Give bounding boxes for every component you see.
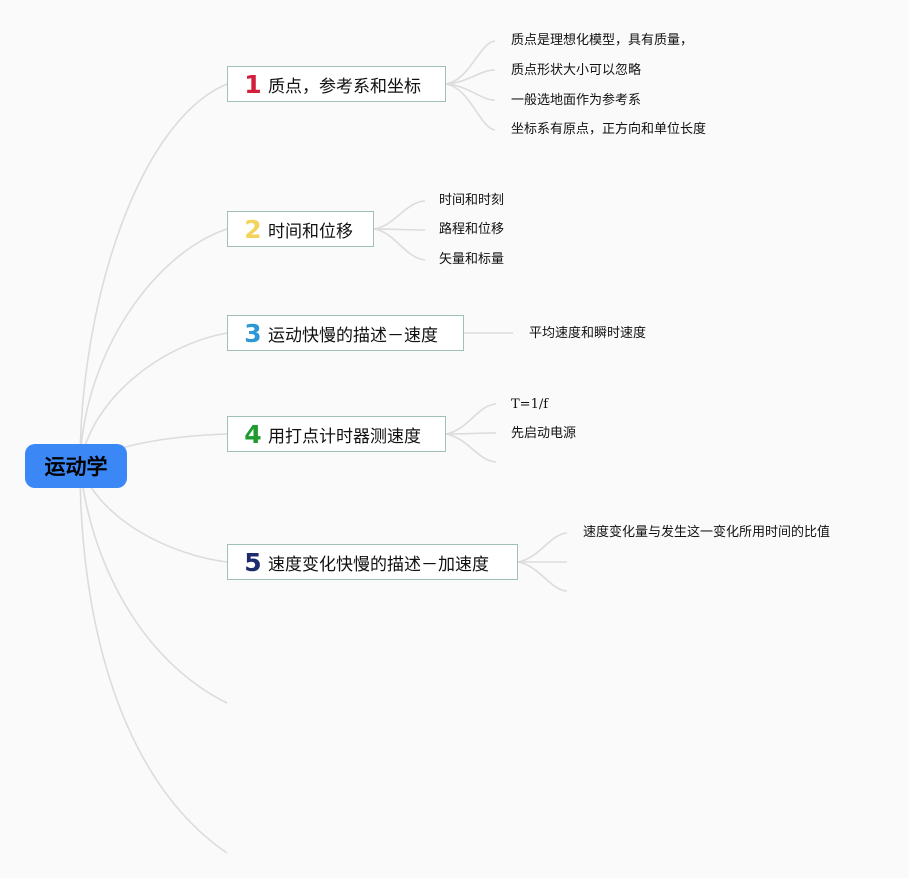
leaf-1-1[interactable]: 质点是理想化模型，具有质量，	[511, 33, 694, 48]
root-node[interactable]: 运动学	[25, 444, 127, 488]
branch-node-4[interactable]: 4 用打点计时器测速度	[227, 416, 446, 452]
link-b2-leaf3	[373, 228, 426, 261]
link-b4-leaf3	[445, 433, 497, 463]
branch-number-4: 4	[244, 419, 262, 449]
leaf-1-4[interactable]: 坐标系有原点，正方向和单位长度	[511, 122, 707, 137]
leaf-5-1[interactable]: 速度变化量与发生这一变化所用时间的比值	[583, 525, 831, 540]
link-root-b3	[79, 332, 228, 467]
branch-node-5[interactable]: 5 速度变化快慢的描述－加速度	[227, 544, 518, 580]
leaf-2-1[interactable]: 时间和时刻	[439, 193, 505, 208]
branch-node-3[interactable]: 3 运动快慢的描述－速度	[227, 315, 464, 351]
link-root-empty-2	[79, 465, 228, 854]
leaf-3-1[interactable]: 平均速度和瞬时速度	[529, 326, 647, 341]
branch-number-5: 5	[244, 547, 262, 577]
branch-label-4: 用打点计时器测速度	[268, 426, 421, 447]
link-root-b2	[79, 228, 228, 467]
link-b5-leaf1	[517, 532, 568, 563]
leaf-2-3[interactable]: 矢量和标量	[439, 252, 505, 267]
branch-label-2: 时间和位移	[268, 221, 353, 242]
link-b1-leaf2	[445, 69, 496, 85]
link-b4-leaf2	[445, 432, 497, 435]
root-label: 运动学	[44, 455, 108, 479]
link-b1-leaf4	[445, 83, 496, 131]
link-b1-leaf1	[445, 40, 496, 85]
link-b5-leaf3	[517, 561, 568, 592]
link-root-empty-1	[79, 465, 228, 704]
link-b2-leaf1	[373, 200, 426, 230]
leaf-4-2[interactable]: 先启动电源	[511, 426, 577, 441]
branch-label-1: 质点，参考系和坐标	[268, 76, 421, 97]
leaf-4-1[interactable]: T=1/f	[511, 397, 549, 412]
leaf-1-3[interactable]: 一般选地面作为参考系	[511, 93, 642, 108]
branch-number-1: 1	[244, 69, 262, 99]
branch-label-3: 运动快慢的描述－速度	[268, 325, 438, 346]
leaf-1-2[interactable]: 质点形状大小可以忽略	[511, 63, 642, 78]
link-root-b1	[79, 83, 228, 467]
link-b2-leaf2	[373, 228, 426, 231]
branch-node-2[interactable]: 2 时间和位移	[227, 211, 374, 247]
leaf-2-2[interactable]: 路程和位移	[439, 222, 505, 237]
link-b4-leaf1	[445, 403, 497, 435]
branch-number-3: 3	[244, 318, 262, 348]
branch-node-1[interactable]: 1 质点，参考系和坐标	[227, 66, 446, 102]
branch-label-5: 速度变化快慢的描述－加速度	[268, 554, 489, 575]
branch-number-2: 2	[244, 214, 262, 244]
